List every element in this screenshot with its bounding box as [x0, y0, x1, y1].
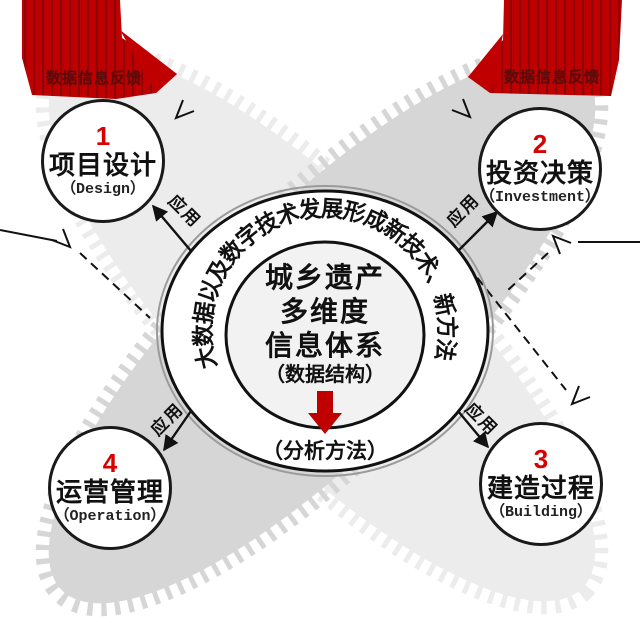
node-title: 项目设计 [48, 150, 157, 180]
apply-arrows [151, 204, 499, 452]
banner-caption-right: 数据信息反馈 [503, 69, 600, 86]
center-text-block: 城乡遗产 多维度 信息体系 （数据结构） [265, 261, 385, 387]
feedback-banner-right [468, 0, 622, 96]
node-design: 1 项目设计 （Design） [41, 99, 165, 223]
node-number: 2 [532, 129, 548, 159]
center-down-arrow [308, 391, 342, 434]
center-line-1: 城乡遗产 [264, 262, 386, 293]
node-number: 3 [533, 444, 549, 474]
node-investment: 2 投资决策 （Investment） [478, 107, 602, 231]
analysis-method-label: （分析方法） [262, 440, 388, 463]
node-number: 4 [102, 448, 118, 478]
center-line-2: 多维度 [279, 296, 371, 327]
center-line-3: 信息体系 [264, 330, 386, 361]
feedback-banner-left [22, 0, 177, 99]
dashed-flow-lines [0, 229, 640, 391]
node-number: 1 [95, 121, 111, 151]
node-title: 运营管理 [55, 477, 164, 507]
node-operation: 4 运营管理 （Operation） [48, 426, 172, 550]
center-subtitle: （数据结构） [264, 364, 385, 386]
node-title: 建造过程 [486, 473, 595, 503]
node-subtitle: （Design） [60, 181, 145, 198]
open-arrowheads [51, 98, 591, 406]
node-subtitle: （Building） [489, 504, 592, 521]
node-subtitle: （Operation） [54, 508, 166, 525]
banner-caption-left: 数据信息反馈 [45, 70, 142, 87]
node-subtitle: （Investment） [480, 189, 601, 206]
node-title: 投资决策 [485, 158, 594, 188]
node-building: 3 建造过程 （Building） [479, 422, 603, 546]
